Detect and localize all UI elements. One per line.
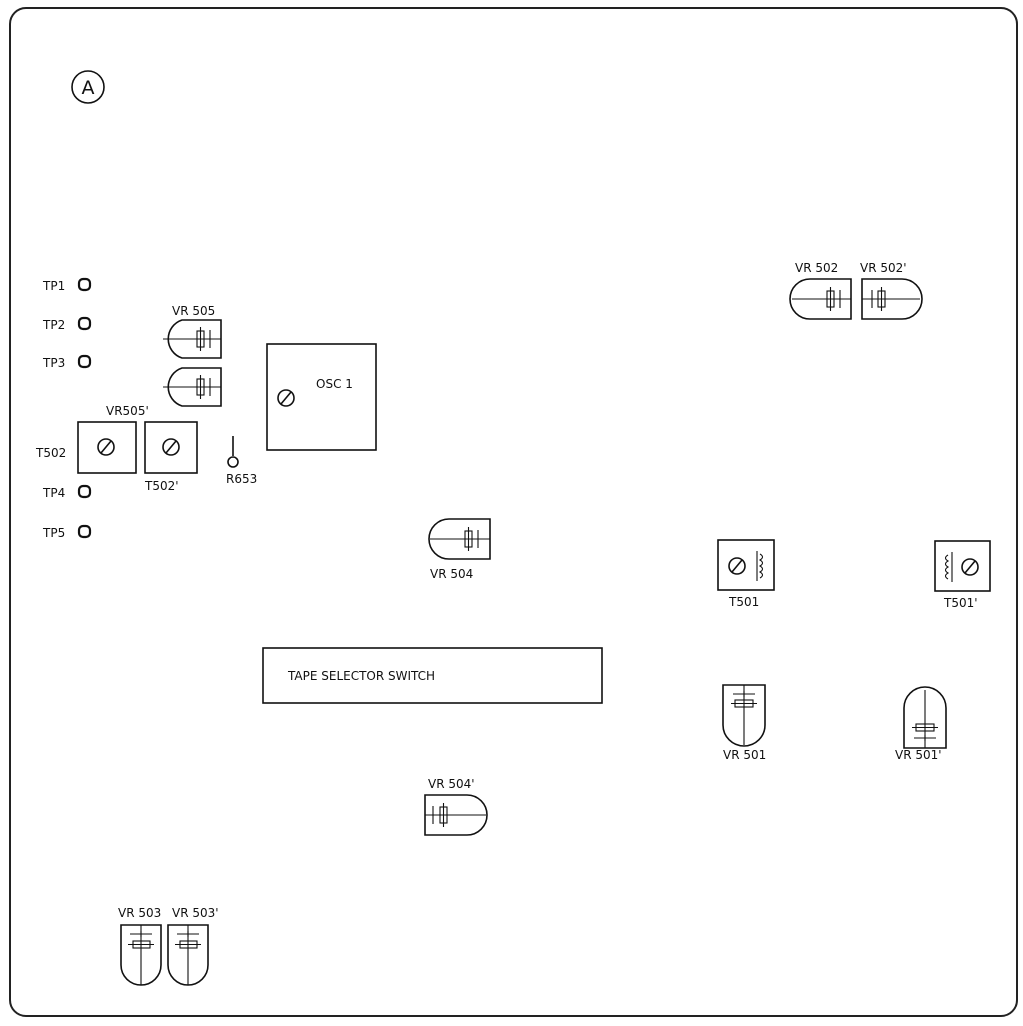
tp4-pad [77, 484, 92, 499]
vr501-trimmer[interactable] [722, 684, 766, 747]
vr503-trimmer[interactable] [120, 924, 162, 986]
tp2-label: TP2 [42, 318, 65, 332]
vr505-label: VR 505 [172, 304, 215, 318]
t501-coil[interactable] [717, 539, 775, 591]
vr501p-label: VR 501' [895, 748, 942, 762]
tape-selector-label: TAPE SELECTOR SWITCH [287, 669, 435, 683]
test-point-tp1[interactable]: TP1 [42, 277, 92, 293]
vr501p-trimmer[interactable] [903, 686, 947, 749]
vr503-label: VR 503 [118, 906, 161, 920]
tp2-pad [77, 316, 92, 331]
board-mark: A [71, 70, 105, 104]
vr505p-label: VR505' [106, 404, 149, 418]
vr501-label: VR 501 [723, 748, 766, 762]
r653-label: R653 [226, 472, 257, 486]
r653-resistor[interactable] [227, 436, 239, 468]
tp5-pad [77, 524, 92, 539]
vr503p-label: VR 503' [172, 906, 219, 920]
tp1-pad [77, 277, 92, 292]
vr504-label: VR 504 [430, 567, 473, 581]
board-mark-letter: A [82, 77, 95, 99]
vr505p-trimmer[interactable] [163, 367, 222, 407]
t502p-label: T502' [144, 479, 179, 493]
vr502p-label: VR 502' [860, 261, 907, 275]
tp4-label: TP4 [42, 486, 65, 500]
t502-transformer[interactable] [77, 421, 137, 474]
osc1-coil[interactable] [266, 343, 377, 451]
vr504-trimmer[interactable] [428, 518, 491, 560]
board-outline [9, 7, 1018, 1017]
t502-label: T502 [35, 446, 66, 460]
tp5-label: TP5 [42, 526, 65, 540]
t501p-label: T501' [943, 596, 978, 610]
vr504p-label: VR 504' [428, 777, 475, 791]
tp1-label: TP1 [42, 279, 65, 293]
vr502-trimmer[interactable] [789, 278, 852, 320]
tp3-pad [77, 354, 92, 369]
vr504p-trimmer[interactable] [424, 794, 488, 836]
osc1-label: OSC 1 [316, 377, 353, 391]
board-mark-circle [71, 70, 105, 104]
t502p-transformer[interactable] [144, 421, 198, 474]
vr503p-trimmer[interactable] [167, 924, 209, 986]
tp3-label: TP3 [42, 356, 65, 370]
t501-label: T501 [728, 595, 759, 609]
vr502-label: VR 502 [795, 261, 838, 275]
test-point-tp3[interactable]: TP3 [42, 354, 92, 370]
vr505-trimmer[interactable] [163, 319, 222, 359]
vr502p-trimmer[interactable] [861, 278, 923, 320]
test-point-tp2[interactable]: TP2 [42, 316, 92, 332]
test-point-tp5[interactable]: TP5 [42, 524, 92, 540]
test-point-tp4[interactable]: TP4 [42, 484, 92, 500]
t501p-coil[interactable] [934, 540, 991, 592]
tape-selector-switch[interactable] [262, 647, 603, 704]
